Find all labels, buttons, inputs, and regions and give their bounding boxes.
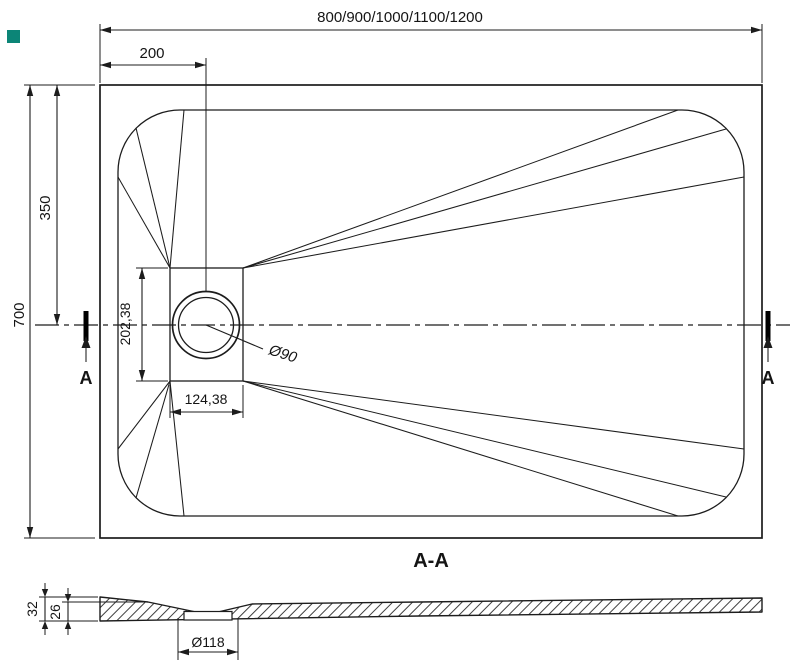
slope-line (117, 380, 171, 450)
dim-height: 700 (11, 84, 95, 539)
dim-width-series-text: 800/900/1000/1100/1200 (317, 9, 483, 26)
dim-height-text: 700 (11, 302, 28, 327)
arrow-icon (64, 621, 72, 629)
tray-cross-section (99, 596, 763, 622)
dim-drain-vertical: 202,38 (117, 267, 168, 382)
arrow-icon (64, 594, 72, 602)
dim-thickness-text: 26 (47, 604, 63, 620)
section-arrow-up-icon (763, 336, 773, 348)
color-swatch (7, 30, 20, 43)
dim-waste-diameter-text: Ø118 (191, 634, 224, 650)
slope-line (135, 127, 171, 269)
slope-line (242, 380, 745, 450)
dim-thickness: 26 (47, 588, 146, 635)
dim-waste-diameter: Ø118 (177, 618, 239, 660)
slope-lines (117, 109, 745, 517)
slope-line (242, 128, 727, 269)
slope-line (169, 380, 185, 517)
slope-line (169, 109, 185, 269)
section-marker-right: A (762, 311, 775, 388)
slope-line (242, 380, 727, 498)
section-view: A-A 32 26 Ø118 (24, 550, 763, 660)
slope-line (242, 380, 679, 517)
plan-view: 800/900/1000/1100/1200 200 700 350 Ø90 (11, 9, 790, 539)
slope-line (242, 109, 679, 269)
dim-drain-vertical-text: 202,38 (117, 302, 133, 345)
tray-inner-edge (117, 109, 745, 517)
dim-total-height-text: 32 (24, 601, 40, 617)
dim-drain-diameter-text: Ø90 (266, 341, 300, 366)
section-marker-left: A (80, 311, 93, 388)
dim-half-height-text: 350 (37, 195, 54, 220)
drain-inner-circle (177, 296, 235, 354)
dim-width-series: 800/900/1000/1100/1200 (99, 9, 763, 83)
arrow-icon (41, 589, 49, 597)
dim-drain-offset: 200 (100, 45, 207, 292)
section-label-left: A (80, 368, 93, 388)
slope-line (135, 380, 171, 499)
drain: Ø90 (169, 267, 300, 382)
drain-box (169, 267, 244, 382)
diameter-leader-line (205, 324, 264, 350)
arrow-icon (41, 621, 49, 629)
tray-outer-edge (99, 84, 763, 539)
dim-drain-horizontal-text: 124,38 (185, 391, 228, 407)
slope-line (242, 176, 745, 269)
section-arrow-up-icon (81, 336, 91, 348)
dim-drain-horizontal: 124,38 (169, 385, 244, 418)
waste-flange (183, 610, 233, 621)
dim-total-height: 32 (24, 583, 98, 635)
dim-half-height: 350 (37, 85, 61, 325)
section-label-right: A (762, 368, 775, 388)
section-title: A-A (413, 550, 449, 572)
slope-line (117, 176, 171, 269)
dim-drain-offset-text: 200 (139, 45, 164, 62)
drain-outer-circle (171, 290, 241, 360)
